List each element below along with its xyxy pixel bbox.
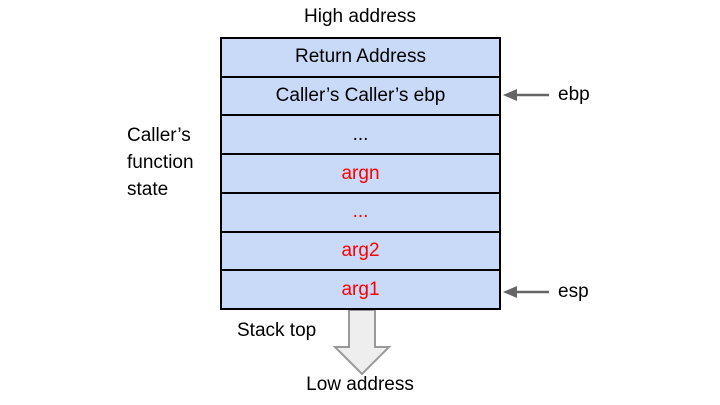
stack-top-label: Stack top [237, 320, 317, 341]
stack-row-arg2: arg2 [222, 230, 499, 270]
low-address-label: Low address [306, 374, 414, 395]
esp-pointer: esp [503, 280, 589, 304]
stack-row-argn: argn [222, 153, 499, 192]
stack-row-label: arg2 [341, 239, 380, 261]
ebp-pointer: ebp [503, 83, 590, 107]
caller-state-line: state [127, 179, 169, 200]
caller-state-line: function [127, 152, 194, 173]
stack-row-callers-callers-ebp: Caller’s Caller’s ebp [222, 75, 499, 115]
stack-row-arg1: arg1 [222, 269, 499, 309]
down-block-arrow-icon [332, 310, 392, 376]
stack-row-label: Return Address [295, 46, 426, 68]
stack-row-ellipsis-lower: ... [222, 191, 499, 231]
stack-row-label: argn [341, 162, 380, 184]
high-address-label: High address [304, 6, 416, 27]
stack-diagram: Return Address Caller’s Caller’s ebp ...… [220, 37, 501, 310]
stack-row-return-address: Return Address [222, 39, 499, 76]
left-arrow-icon [503, 89, 549, 101]
stack-row-label: Caller’s Caller’s ebp [275, 85, 446, 107]
esp-label: esp [558, 281, 589, 302]
ebp-label: ebp [558, 84, 590, 105]
stack-row-label: ... [352, 201, 369, 223]
left-arrow-icon [503, 286, 549, 298]
stack-row-label: ... [352, 123, 369, 145]
stack-row-label: arg1 [341, 278, 380, 300]
caller-function-state-label: Caller’s function state [127, 122, 194, 203]
stack-row-ellipsis-upper: ... [222, 114, 499, 154]
caller-state-line: Caller’s [127, 125, 191, 146]
